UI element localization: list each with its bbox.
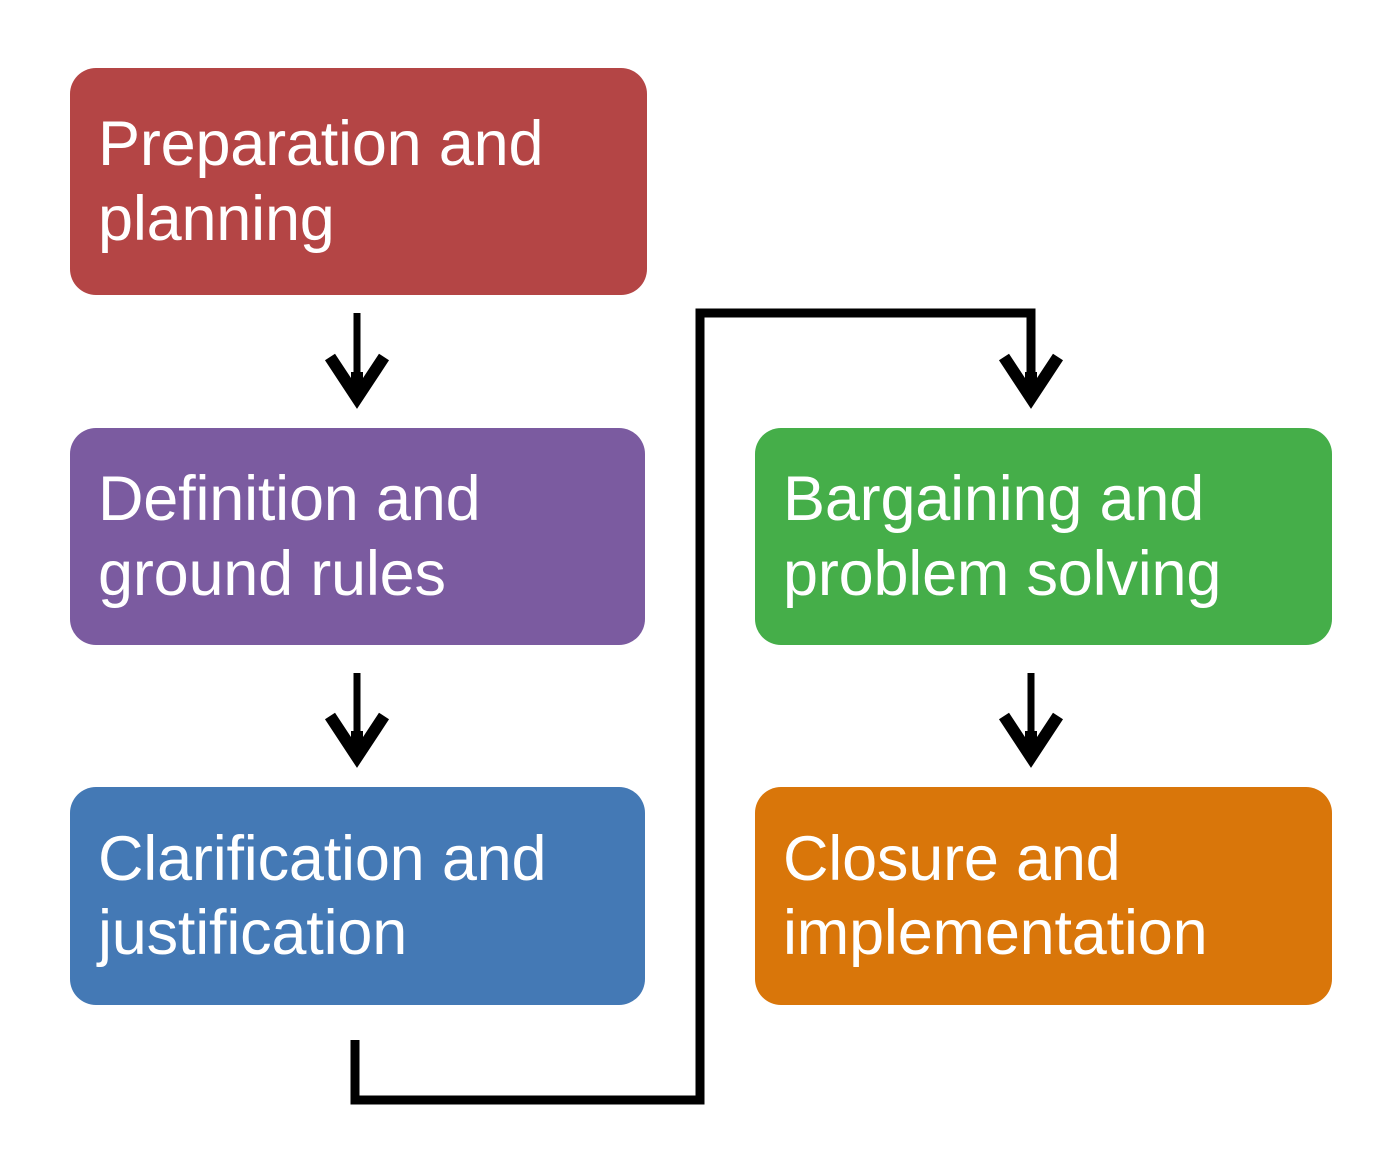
node-label-definition: Definition and ground rules <box>98 464 481 609</box>
node-closure-and-implementation[interactable]: Closure and implementation <box>755 787 1332 1005</box>
connector-definition-to-clarification <box>324 673 390 768</box>
node-bargaining-and-problem-solving[interactable]: Bargaining and problem solving <box>755 428 1332 645</box>
connector-preparation-to-definition <box>324 313 390 409</box>
node-label-preparation: Preparation and planning <box>98 109 544 254</box>
node-preparation-and-planning[interactable]: Preparation and planning <box>70 68 647 295</box>
node-definition-and-ground-rules[interactable]: Definition and ground rules <box>70 428 645 645</box>
node-label-clarification: Clarification and justification <box>98 823 547 968</box>
node-label-closure: Closure and implementation <box>783 823 1208 968</box>
node-clarification-and-justification[interactable]: Clarification and justification <box>70 787 645 1005</box>
connector-bargaining-to-closure <box>998 673 1064 768</box>
node-label-bargaining: Bargaining and problem solving <box>783 464 1222 609</box>
